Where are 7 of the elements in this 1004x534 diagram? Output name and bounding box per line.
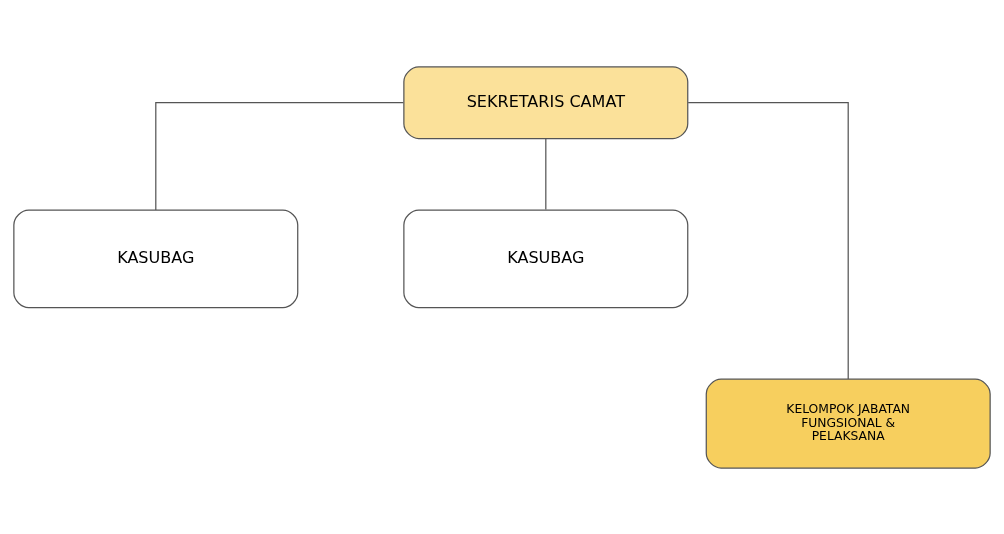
node-box: KASUBAG	[403, 209, 689, 308]
connector	[155, 101, 404, 210]
node-box: KASUBAG	[13, 209, 299, 308]
connector	[687, 101, 849, 380]
node-box: KELOMPOK JABATAN FUNGSIONAL & PELAKSANA	[705, 378, 991, 469]
node-box: SEKRETARIS CAMAT	[403, 65, 689, 139]
connector	[545, 137, 547, 210]
